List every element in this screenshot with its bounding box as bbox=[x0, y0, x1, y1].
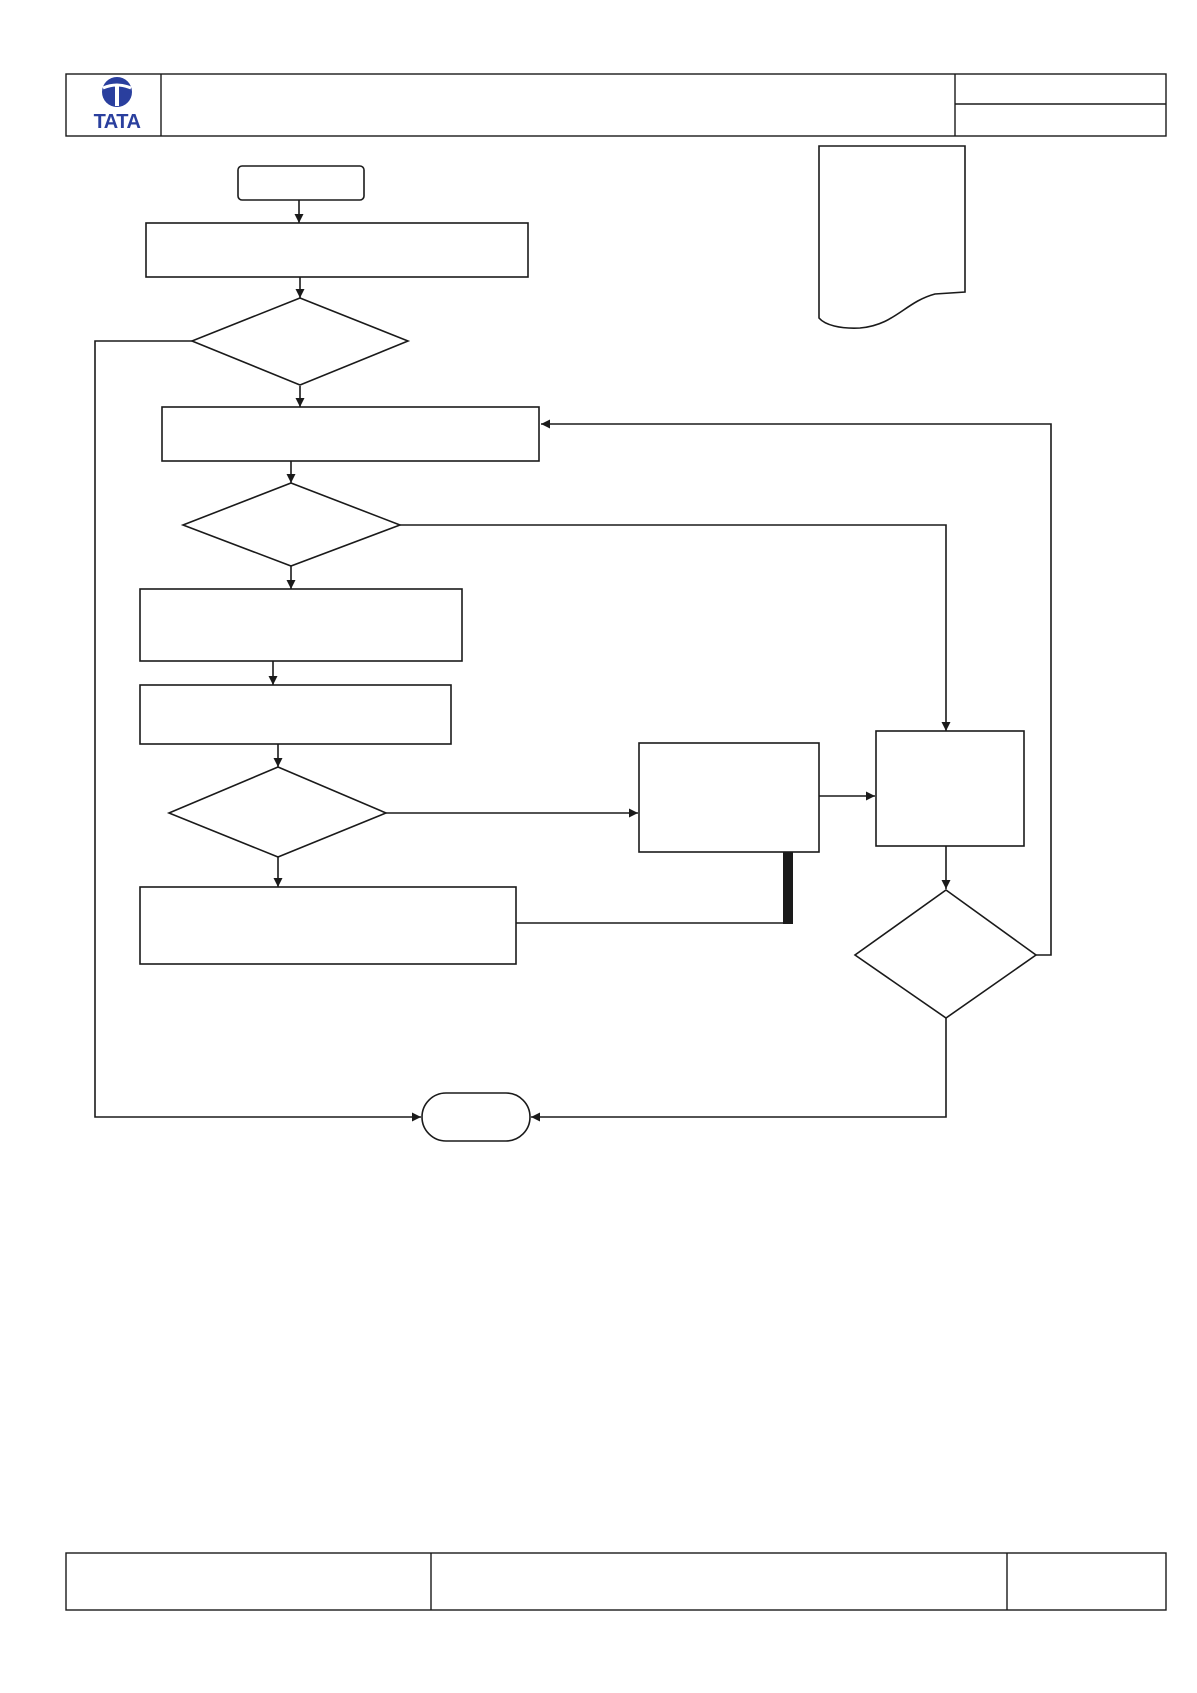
header-border bbox=[65, 73, 1167, 137]
process-step-3 bbox=[139, 588, 463, 662]
process-box-middle bbox=[638, 742, 820, 853]
logo-text: TATA bbox=[94, 111, 141, 133]
process-step-1 bbox=[145, 222, 529, 278]
footer-frame bbox=[65, 1552, 1167, 1611]
thick-connector-bar bbox=[783, 852, 793, 924]
tata-logo-icon: TATA bbox=[94, 77, 141, 133]
start-terminator bbox=[237, 165, 365, 201]
process-step-5 bbox=[139, 886, 517, 965]
process-step-4 bbox=[139, 684, 452, 745]
arrow-decision2-to-right-box bbox=[400, 524, 951, 731]
process-box-right bbox=[875, 730, 1025, 847]
header-frame bbox=[65, 73, 1167, 137]
arrow-decision4-loop-to-step2 bbox=[541, 419, 1052, 956]
process-step-2 bbox=[161, 406, 540, 462]
document-symbol bbox=[818, 145, 966, 329]
decision-1 bbox=[189, 297, 411, 386]
decision-2 bbox=[180, 482, 403, 567]
decision-3 bbox=[166, 766, 389, 858]
connector-step5-to-bar bbox=[516, 896, 788, 924]
arrow-decision1-to-end bbox=[94, 340, 421, 1122]
footer-border bbox=[65, 1552, 1167, 1611]
decision-4 bbox=[853, 889, 1038, 1019]
arrow-decision4-to-end bbox=[531, 1017, 947, 1122]
end-terminator bbox=[421, 1092, 531, 1142]
